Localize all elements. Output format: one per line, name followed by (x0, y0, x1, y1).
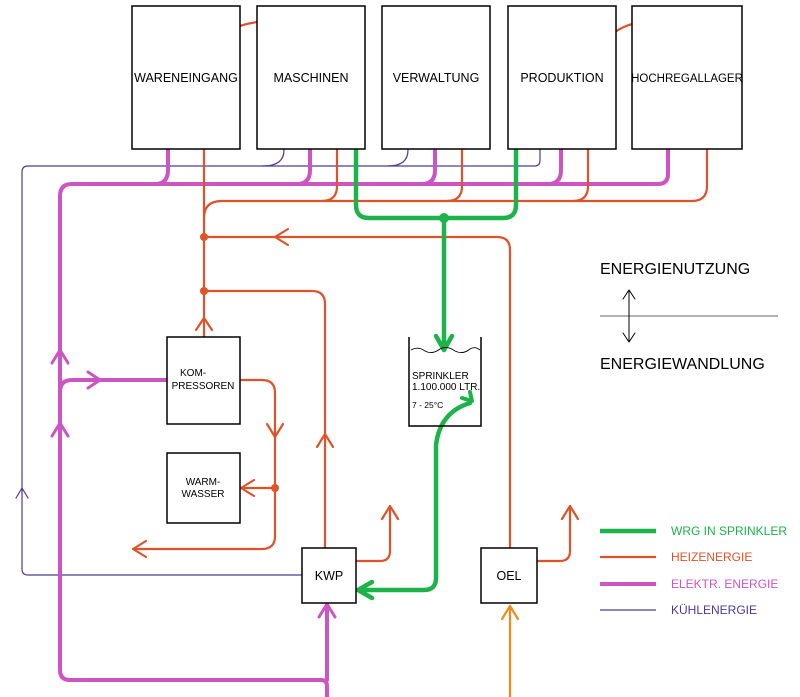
heiz-arrow-kwp-up (315, 432, 335, 449)
wrg-arrow-sprinkler (433, 333, 455, 353)
unit-sprinkler-tank: SPRINKLER 1.100.000 LTR. 7 - 25°C (408, 337, 482, 427)
heiz-junction-1 (200, 233, 208, 241)
heiz-kwp-supply (202, 289, 327, 550)
building-verwaltung: VERWALTUNG (381, 5, 491, 150)
oel-feed-arrow (500, 604, 520, 621)
oel-label: OEL (496, 569, 521, 583)
kompressoren-label-2: PRESSOREN (172, 381, 235, 392)
heiz-arrow-oel-exhaust (560, 504, 580, 521)
heiz-kwp-exhaust (354, 504, 392, 563)
building-hochregallager: HOCHREGALLAGER (631, 5, 743, 150)
heiz-drop-verwaltung (445, 93, 464, 203)
wrg-lines (353, 92, 519, 601)
legend-item-elektr: ELEKTR. ENERGIE (600, 577, 778, 591)
building-label: HOCHREGALLAGER (631, 73, 743, 85)
elektr-energie-lines (50, 93, 670, 697)
building-label: PRODUKTION (520, 71, 603, 85)
kuehl-arrow (15, 487, 29, 499)
kwp-label: KWP (315, 569, 343, 583)
heiz-junction-2 (200, 287, 208, 295)
energiewandlung-label: ENERGIEWANDLUNG (600, 356, 765, 373)
sprinkler-water-surface (410, 346, 481, 354)
sprinkler-label-1: SPRINKLER (412, 371, 469, 382)
heiz-junction-3 (271, 484, 279, 492)
legend-item-kuehl: KÜHLENERGIE (600, 603, 757, 617)
kuehl-line-maschinen (262, 94, 285, 167)
building-produktion: PRODUKTION (507, 5, 617, 150)
kuehl-line-main (21, 94, 541, 576)
heiz-oel-supply (202, 235, 512, 550)
warmwasser-label-2: WASSER (182, 489, 225, 500)
heiz-building-return (202, 93, 709, 220)
legend-label-kuehl: KÜHLENERGIE (671, 603, 757, 617)
legend: WRG IN SPRINKLER HEIZENERGIE ELEKTR. ENE… (600, 524, 787, 617)
energy-axis-arrowhead-up (622, 289, 636, 300)
wrg-sprinkler-to-kwp (356, 400, 473, 593)
sprinkler-label-3: 7 - 25°C (412, 400, 443, 410)
elektr-arrow-1 (50, 348, 70, 365)
elektr-arrow-4 (317, 602, 337, 619)
legend-item-heiz: HEIZENERGIE (600, 550, 752, 564)
building-wareneingang: WARENEINGANG (131, 5, 241, 150)
wrg-arrow-kwp (355, 579, 375, 601)
building-label: MASCHINEN (273, 71, 348, 85)
legend-item-wrg: WRG IN SPRINKLER (600, 524, 787, 538)
sprinkler-tank-outline (408, 337, 482, 427)
legend-label-wrg: WRG IN SPRINKLER (671, 524, 787, 538)
wrg-produktion (441, 92, 519, 221)
elektr-drop-verwaltung (420, 93, 437, 186)
kompressoren-label-1: KOM- (180, 368, 206, 379)
building-maschinen: MASCHINEN (256, 5, 366, 150)
wrg-arrow-sprinkler-in (460, 390, 474, 403)
heiz-arrow-out-left (131, 539, 148, 559)
heiz-arrow-kwp-exhaust (380, 504, 400, 521)
heiz-drop-maschinen (320, 93, 339, 203)
heiz-kompressoren-out (131, 378, 277, 551)
heiz-arrow-komp-down (265, 422, 285, 439)
kuehl-line-verwaltung (387, 94, 409, 167)
elektr-drop-wareneingang (153, 93, 170, 186)
energy-axis-arrowhead-down (622, 332, 636, 343)
unit-oel: OEL (480, 547, 538, 604)
heiz-arrow-oel-line (273, 227, 290, 247)
heiz-oel-exhaust (535, 504, 572, 563)
heiz-drop-produktion (571, 93, 590, 203)
legend-label-heiz: HEIZENERGIE (671, 550, 752, 564)
elektr-drop-produktion (546, 93, 563, 186)
elektr-drop-maschinen (295, 93, 312, 186)
energienutzung-label: ENERGIENUTZUNG (600, 261, 750, 278)
heiz-arrow-up-komp (194, 316, 214, 332)
elektr-kompressoren-feed (58, 378, 169, 402)
building-label: WARENEINGANG (134, 71, 238, 85)
legend-label-elektr: ELEKTR. ENERGIE (671, 577, 778, 591)
elektr-bus (58, 93, 670, 697)
elektr-arrow-3 (86, 370, 102, 390)
unit-kompressoren: KOM- PRESSOREN (166, 336, 241, 425)
elektr-arrow-2 (50, 421, 70, 438)
kuehlenergie-lines (15, 94, 541, 576)
unit-kwp: KWP (301, 547, 357, 604)
oel-fuel-feed (500, 604, 520, 697)
sprinkler-label-2: 1.100.000 LTR. (412, 382, 480, 393)
warmwasser-label-1: WARM- (186, 477, 221, 488)
wrg-junction (439, 213, 449, 223)
heiz-arrow-warmwasser (239, 478, 256, 498)
unit-warmwasser: WARM- WASSER (166, 452, 241, 524)
energy-axis: ENERGIENUTZUNG ENERGIEWANDLUNG (600, 261, 778, 373)
wrg-maschinen (353, 92, 447, 221)
building-label: VERWALTUNG (393, 71, 480, 85)
